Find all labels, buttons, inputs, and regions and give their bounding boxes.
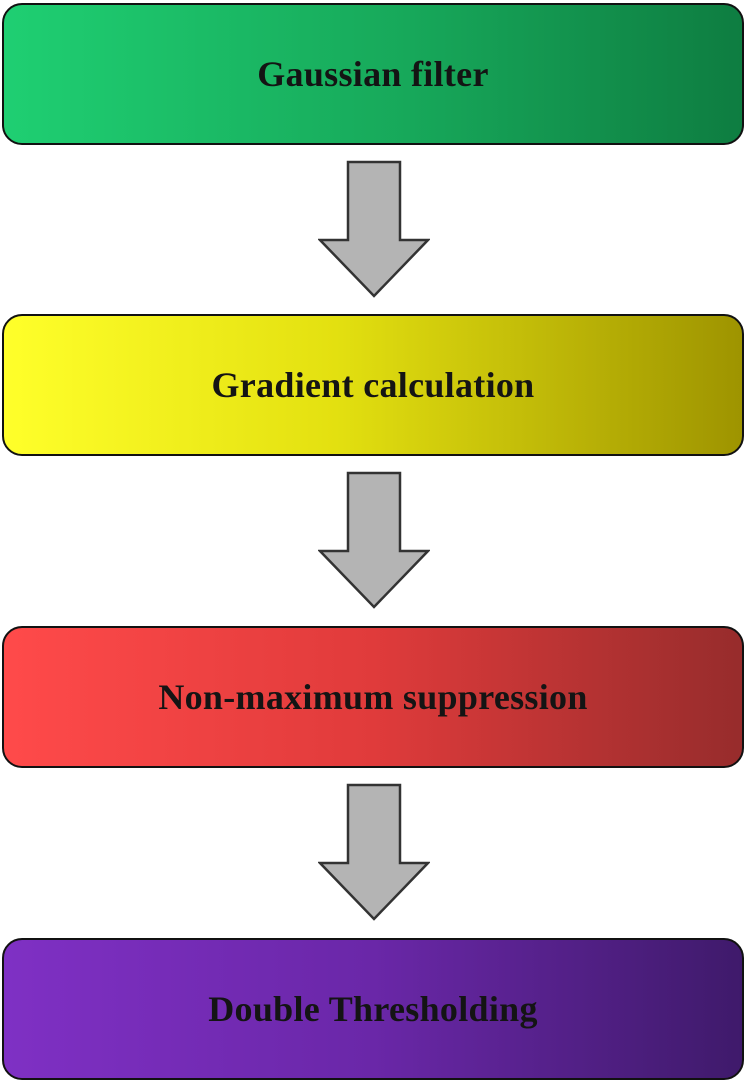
step-label: Non-maximum suppression xyxy=(158,677,588,717)
step-box-double-thresholding: Double Thresholding xyxy=(2,938,744,1080)
step-label: Double Thresholding xyxy=(208,989,538,1029)
down-arrow-icon xyxy=(318,783,430,921)
step-box-gaussian-filter: Gaussian filter xyxy=(2,3,744,145)
step-label: Gradient calculation xyxy=(211,365,535,405)
step-box-non-maximum-suppression: Non-maximum suppression xyxy=(2,626,744,768)
down-arrow-icon xyxy=(318,471,430,609)
step-box-gradient-calculation: Gradient calculation xyxy=(2,314,744,456)
step-label: Gaussian filter xyxy=(257,54,489,94)
down-arrow-icon xyxy=(318,160,430,298)
